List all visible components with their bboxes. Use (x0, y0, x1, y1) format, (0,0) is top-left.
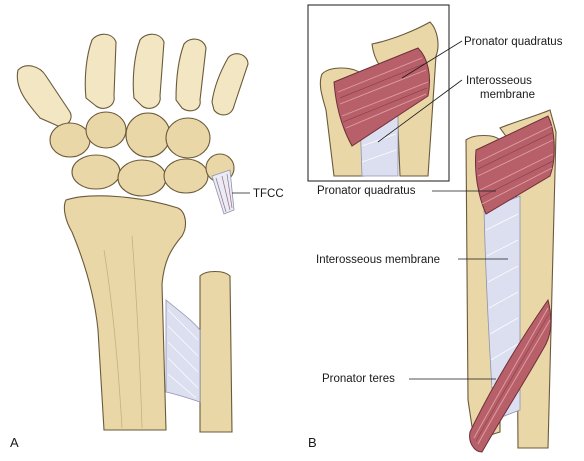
ulna-bone (199, 270, 233, 433)
inset-pq-leader (401, 40, 463, 79)
metacarpal-5 (211, 53, 249, 116)
panel-b-illustration (465, 109, 557, 453)
carpal-trapezoid (85, 111, 127, 149)
carpal-scaphoid (71, 154, 121, 190)
metacarpal-2 (84, 33, 117, 109)
interosseous-membrane-a (165, 299, 201, 403)
inset-pronator-quadratus-label: Pronator quadratus (464, 36, 563, 48)
b-pt-fibers (473, 307, 551, 445)
carpal-triquetrum (163, 158, 209, 194)
inset-im-leader (377, 79, 463, 143)
membrane-fibers-a (167, 309, 199, 399)
b-pronator-quadratus (475, 115, 555, 215)
metacarpal-3 (132, 33, 165, 109)
carpal-hamate (165, 117, 211, 159)
tfcc-label: TFCC (253, 188, 284, 200)
inset-pronator-quadratus (333, 47, 431, 147)
panel-letter-b: B (308, 435, 317, 450)
carpal-capitate (125, 112, 171, 158)
b-pq-fibers (477, 125, 554, 205)
pronator-quadratus-label: Pronator quadratus (317, 185, 416, 197)
panel-a-illustration (16, 33, 249, 433)
inset-interosseous-label-line1: Interosseous (466, 75, 532, 87)
inset-interosseous-label-line2: membrane (480, 89, 535, 101)
radius-bone (63, 195, 187, 431)
inset-muscle-fibers (337, 57, 429, 129)
b-ulna-bone (499, 109, 557, 449)
carpal-trapezium (49, 122, 91, 158)
metacarpal-1 (16, 65, 72, 127)
panel-letter-a: A (10, 435, 19, 450)
pronator-teres-label: Pronator teres (322, 373, 395, 385)
interosseous-membrane-label: Interosseous membrane (316, 254, 440, 266)
inset-illustration (319, 21, 439, 177)
tfcc-ligament (211, 169, 235, 215)
metacarpal-4 (175, 38, 207, 112)
carpal-lunate (117, 159, 167, 197)
